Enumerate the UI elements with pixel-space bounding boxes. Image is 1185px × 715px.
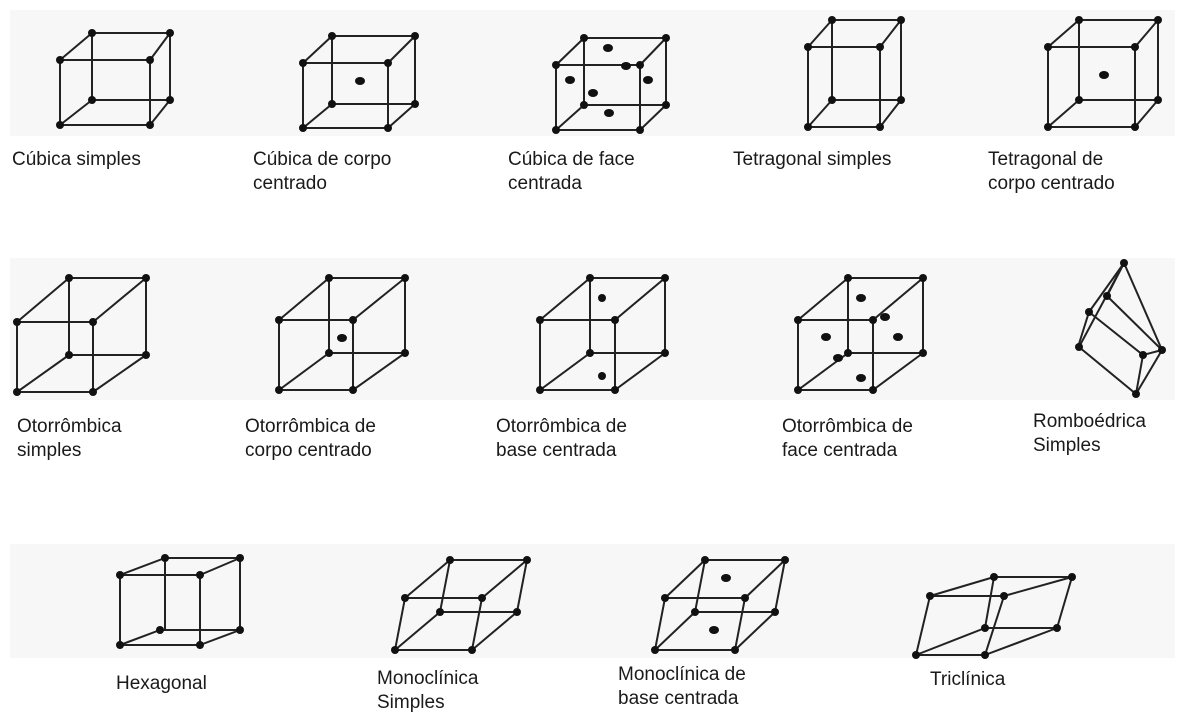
lattice-points [794,274,927,394]
row-2-background [10,258,1175,400]
body-center-point [337,334,347,342]
monoclinic-base-centered-diagram [651,556,789,654]
lattice-points [1075,259,1166,398]
lattice-points [804,16,905,131]
row-3-background [10,544,1175,658]
base-center-point [721,574,731,582]
rhombohedral-simple-diagram [1075,259,1166,398]
orthorhombic-base-centered-diagram [536,274,669,394]
lattice-points [552,34,670,134]
base-center-point [598,372,606,380]
row-1-background [10,10,1175,136]
orthorhombic-simple-diagram [13,274,150,396]
base-center-point [709,626,719,634]
lattice-points [1044,16,1162,131]
body-center-point [355,77,365,85]
tetragonal-simple-diagram [804,16,905,131]
lattice-edges [16,277,147,393]
cubic-body-centered-diagram [299,32,419,132]
label-tetragonal-simple: Tetragonal simples [733,149,892,170]
hexagonal-diagram [116,554,244,649]
lattice-points [651,556,789,654]
monoclinic-simple-diagram [391,556,531,654]
lattice-points [116,554,244,649]
lattice-points [56,29,174,129]
label-hexagonal: Hexagonal [116,673,207,694]
body-center-point [1099,71,1109,79]
cubic-face-centered-diagram [552,34,670,134]
base-center-point [598,294,606,302]
triclinic-diagram [912,573,1076,659]
lattice-points [536,274,669,394]
cubic-simple-diagram [56,29,174,129]
label-triclinic: Triclínica [930,669,1006,690]
lattice-edges [119,557,241,646]
label-cubic-simple: Cúbica simples [12,149,141,170]
lattice-points [912,573,1076,659]
lattice-points [391,556,531,654]
orthorhombic-face-centered-diagram [794,274,927,394]
lattice-edges [914,576,1074,656]
lattice-points [13,274,150,396]
tetragonal-body-centered-diagram [1044,16,1162,131]
orthorhombic-body-centered-diagram [275,274,409,394]
lattice-edges [653,559,787,651]
lattice-edges [1077,260,1164,396]
lattice-edges [807,19,902,128]
lattice-points [299,32,419,132]
lattice-edges [59,32,171,126]
lattice-edges [393,559,529,651]
lattice-points [275,274,409,394]
